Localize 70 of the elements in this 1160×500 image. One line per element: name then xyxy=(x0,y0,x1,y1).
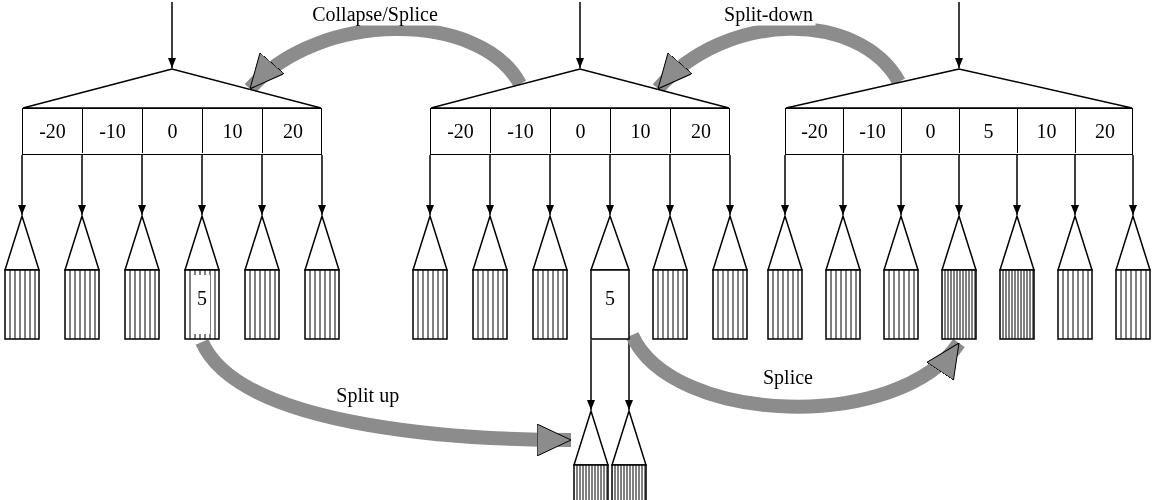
arrow xyxy=(546,154,554,216)
key-cell: 0 xyxy=(143,109,203,153)
arrow xyxy=(1013,154,1021,216)
key-row xyxy=(22,108,322,155)
arrow xyxy=(666,154,674,216)
arrow xyxy=(426,154,434,216)
arrow xyxy=(198,154,206,216)
arrow xyxy=(781,154,789,216)
arrow xyxy=(606,154,614,216)
key-cell: 10 xyxy=(203,109,263,153)
arrow xyxy=(839,154,847,216)
key-cell: -20 xyxy=(431,109,491,153)
leaf-bucket xyxy=(244,215,280,340)
arrow xyxy=(138,154,146,216)
key-cell: 20 xyxy=(263,109,323,153)
key-cell: 10 xyxy=(1018,109,1076,153)
root-triangle xyxy=(22,68,322,108)
key-label: 5 xyxy=(196,287,208,310)
arrow xyxy=(955,1,963,69)
block-arrow xyxy=(626,331,965,414)
key-row xyxy=(430,108,730,155)
leaf-bucket xyxy=(472,215,508,340)
leaf-bucket xyxy=(124,215,160,340)
key-row xyxy=(785,108,1133,155)
arrow xyxy=(587,339,595,411)
arrow xyxy=(897,154,905,216)
leaf-bucket xyxy=(573,410,609,500)
leaf-bucket xyxy=(712,215,748,340)
leaf-bucket xyxy=(4,215,40,340)
leaf-bucket xyxy=(64,215,100,340)
key-cell: -10 xyxy=(491,109,551,153)
leaf-bucket xyxy=(883,215,919,340)
key-cell: -20 xyxy=(786,109,844,153)
arrow xyxy=(1129,154,1137,216)
leaf-bucket xyxy=(999,215,1035,340)
leaf-bucket xyxy=(1057,215,1093,340)
leaf-bucket xyxy=(767,215,803,340)
arrow xyxy=(168,1,176,69)
leaf-bucket xyxy=(1115,215,1151,340)
block-arrow xyxy=(196,338,572,457)
arrow xyxy=(318,154,326,216)
leaf-bucket xyxy=(825,215,861,340)
arrow xyxy=(258,154,266,216)
leaf-bucket xyxy=(184,215,220,340)
arrow xyxy=(576,1,584,69)
key-cell: -10 xyxy=(83,109,143,153)
key-cell: 5 xyxy=(960,109,1018,153)
key-cell: 20 xyxy=(1076,109,1134,153)
leaf-bucket xyxy=(652,215,688,340)
split-leaf xyxy=(590,215,630,340)
leaf-bucket xyxy=(532,215,568,340)
key-cell: -20 xyxy=(23,109,83,153)
arrow xyxy=(486,154,494,216)
root-triangle xyxy=(430,68,730,108)
arrow xyxy=(726,154,734,216)
leaf-bucket xyxy=(941,215,977,340)
arrow xyxy=(1071,154,1079,216)
arrow xyxy=(18,154,26,216)
key-cell: 20 xyxy=(671,109,731,153)
root-triangle xyxy=(785,68,1133,108)
key-cell: -10 xyxy=(844,109,902,153)
arrow xyxy=(78,154,86,216)
key-cell: 10 xyxy=(611,109,671,153)
arrow xyxy=(955,154,963,216)
leaf-bucket xyxy=(611,410,647,500)
leaf-bucket xyxy=(412,215,448,340)
key-label: 5 xyxy=(604,287,616,310)
key-cell: 0 xyxy=(551,109,611,153)
key-cell: 0 xyxy=(902,109,960,153)
leaf-bucket xyxy=(304,215,340,340)
